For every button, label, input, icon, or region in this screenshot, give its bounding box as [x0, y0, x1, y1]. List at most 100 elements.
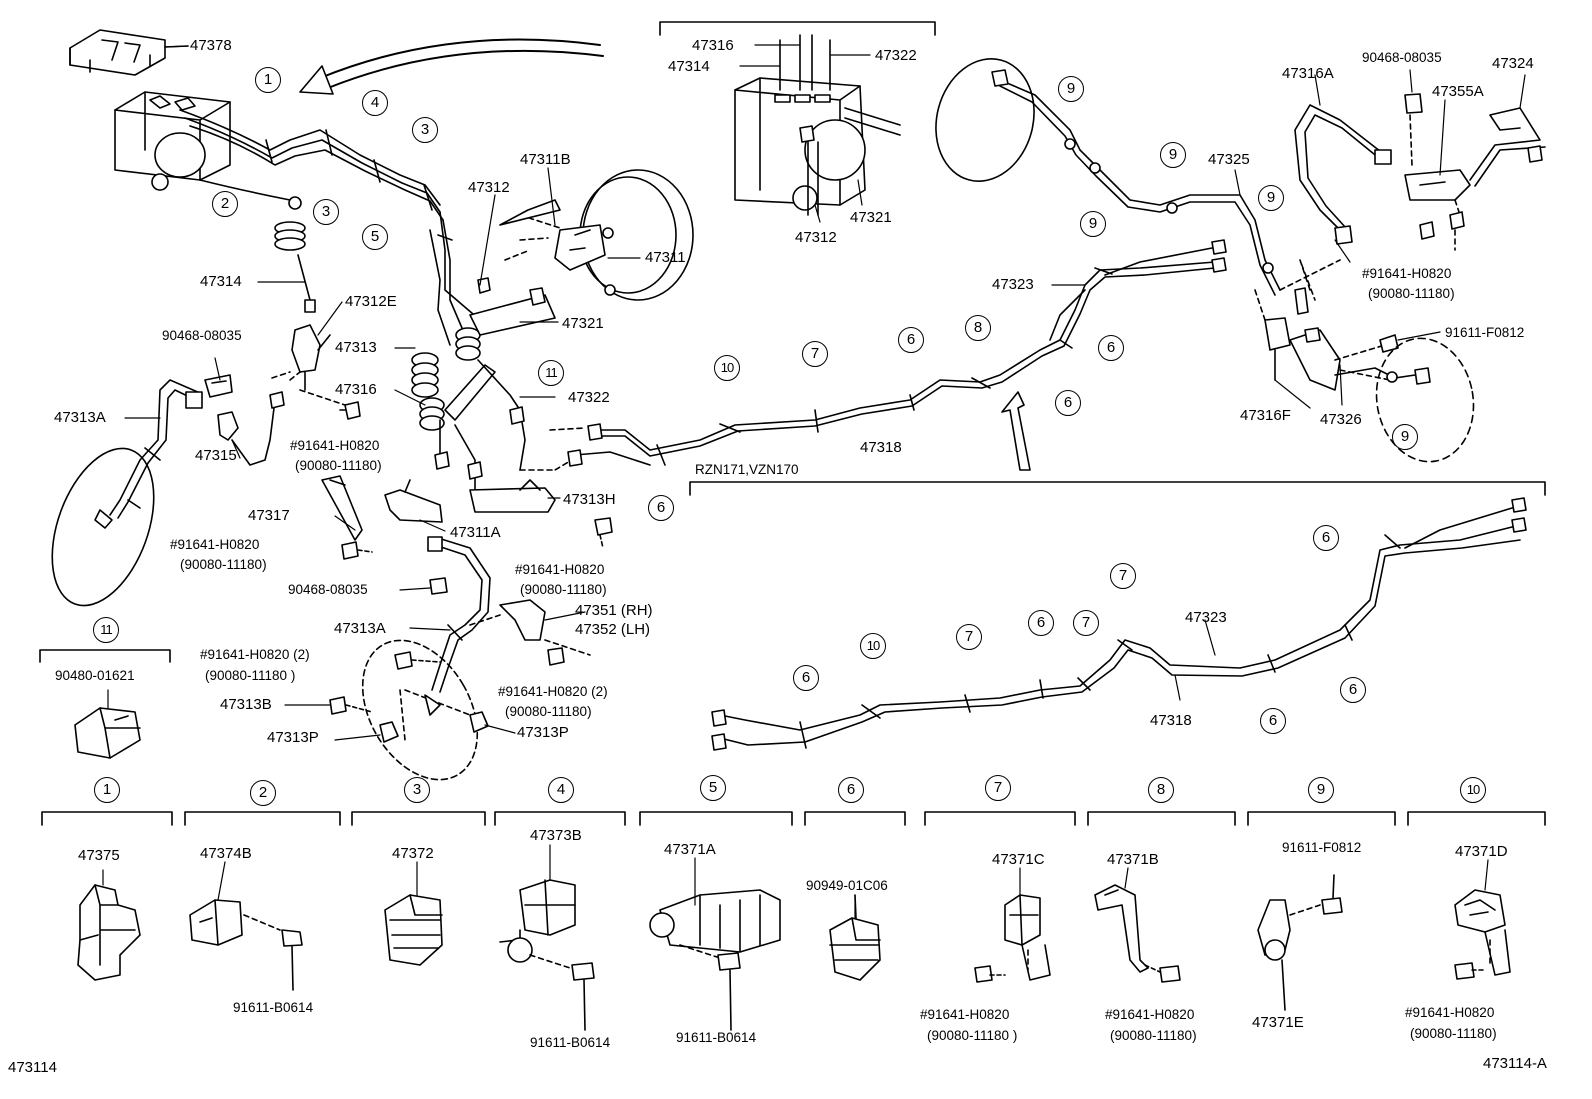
label-47316-top: 47316 [692, 37, 734, 54]
label-90468-08035-right: 90468-08035 [1362, 50, 1442, 65]
bracket-47317 [321, 475, 363, 541]
row-callout-7: 7 [985, 775, 1011, 801]
bottom-row-frames [41, 811, 1546, 826]
label-47317: 47317 [248, 507, 290, 524]
label-91611-f0812-right: 91611-F0812 [1445, 325, 1525, 340]
connector-47315 [217, 391, 285, 466]
leader-lines [102, 44, 1526, 919]
callout-5: 5 [362, 224, 388, 250]
label-91641-right: #91641-H0820 [1362, 266, 1452, 281]
label-91641-f: #91641-H0820 [920, 1007, 1010, 1022]
abs-actuator-inset [734, 34, 901, 216]
label-47378: 47378 [190, 37, 232, 54]
diagram-code-left: 473114 [8, 1059, 57, 1076]
callout-7-a: 7 [802, 341, 828, 367]
row-callout-1: 1 [94, 777, 120, 803]
bracket-47311a [384, 479, 443, 523]
line-to-rear-right [1334, 367, 1431, 385]
callout-10-a: 10 [714, 355, 740, 381]
clamp-47371b [1094, 884, 1181, 983]
label-47371e: 47371E [1252, 1014, 1304, 1031]
clamp-markers-upper-line [656, 267, 1113, 466]
bolt-47313b [329, 696, 373, 715]
label-variant-rzn171: RZN171,VZN170 [695, 462, 799, 477]
clamp-47372 [384, 894, 443, 966]
clamp-11-diagonal [444, 364, 496, 421]
flex-hose-47316a [1294, 104, 1392, 245]
label-47323-upper: 47323 [992, 276, 1034, 293]
clamp-47371a [649, 889, 781, 1031]
clamp-47373b [499, 879, 595, 1031]
main-brake-line-upper [567, 239, 1227, 467]
callout-6-f: 6 [1028, 610, 1054, 636]
clamp-47371e [1257, 874, 1343, 1011]
label-47316: 47316 [335, 381, 377, 398]
callout-9-a: 9 [1058, 76, 1084, 102]
label-91641-g: #91641-H0820 [1105, 1007, 1195, 1022]
row-callout-2: 2 [250, 780, 276, 806]
label-91611-b0614-a: 91611-B0614 [233, 1000, 314, 1015]
callout-4: 4 [362, 90, 388, 116]
label-90080-b: (90080-11180) [180, 557, 267, 572]
label-47313a-center: 47313A [334, 620, 386, 637]
label-91641-a: #91641-H0820 [290, 438, 380, 453]
diagram-code-right: 473114-A [1483, 1055, 1547, 1072]
label-47313: 47313 [335, 339, 377, 356]
row-callout-5: 5 [700, 775, 726, 801]
lines-center-down [434, 359, 526, 501]
callout-6-c: 6 [1055, 390, 1081, 416]
callout-11-b: 11 [93, 617, 119, 643]
row-callout-10: 10 [1460, 777, 1486, 803]
label-47311a: 47311A [450, 524, 501, 541]
callout-9-d: 9 [1258, 185, 1284, 211]
flex-hose-47313a-center [427, 536, 491, 693]
callout-6-e: 6 [1313, 525, 1339, 551]
bolt-91641-center [341, 541, 373, 560]
label-47316f: 47316F [1240, 407, 1291, 424]
callout-6-g: 6 [793, 665, 819, 691]
bracket-47312e [271, 324, 346, 406]
callout-9-c: 9 [1160, 142, 1186, 168]
label-47321-mid: 47321 [562, 315, 604, 332]
coil-47316 [419, 397, 445, 431]
label-47313p-right: 47313P [517, 724, 569, 741]
label-90080-g: (90080-11180) [1110, 1028, 1197, 1043]
label-47318-lower: 47318 [1150, 712, 1192, 729]
label-90080-f: (90080-11180 ) [927, 1028, 1018, 1043]
label-47322-top: 47322 [875, 47, 917, 64]
label-91641-b: #91641-H0820 [170, 537, 260, 552]
abs-actuator-left [114, 91, 231, 191]
clamp-47371c [974, 894, 1051, 983]
label-91611-b0614-b: 91611-B0614 [530, 1035, 611, 1050]
label-91641-e: #91641-H0820 (2) [498, 684, 608, 699]
label-47374b: 47374B [200, 845, 252, 862]
label-47355a: 47355A [1432, 83, 1484, 100]
label-47325: 47325 [1208, 151, 1250, 168]
direction-arrow-lower [1001, 391, 1031, 471]
callout-1: 1 [255, 67, 281, 93]
line-47324 [1449, 107, 1546, 251]
label-47313p-left: 47313P [267, 729, 319, 746]
label-47323-lower: 47323 [1185, 609, 1227, 626]
label-91611-f0812: 91611-F0812 [1282, 840, 1362, 855]
flex-hose-47313a-left [94, 379, 203, 529]
callout-11: 11 [538, 360, 564, 386]
label-47322: 47322 [568, 389, 610, 406]
callout-7-c: 7 [1073, 610, 1099, 636]
callout-6-i: 6 [1260, 708, 1286, 734]
callout-6-h: 6 [1340, 677, 1366, 703]
label-91641-c: #91641-H0820 [515, 562, 605, 577]
label-90080-right: (90080-11180) [1368, 286, 1455, 301]
bracket-47351 [469, 599, 591, 656]
bolt-91641-lower [394, 647, 565, 670]
hub-47313p [361, 639, 489, 781]
brake-lines-rear-left [991, 69, 1281, 296]
wheel-outline-rear-left [935, 58, 1035, 182]
label-47326: 47326 [1320, 411, 1362, 428]
label-47371a: 47371A [664, 841, 716, 858]
label-90480-01621: 90480-01621 [55, 668, 135, 683]
bolt-91641-left [339, 401, 361, 420]
label-47311b: 47311B [520, 151, 571, 168]
callout-6-a: 6 [898, 327, 924, 353]
